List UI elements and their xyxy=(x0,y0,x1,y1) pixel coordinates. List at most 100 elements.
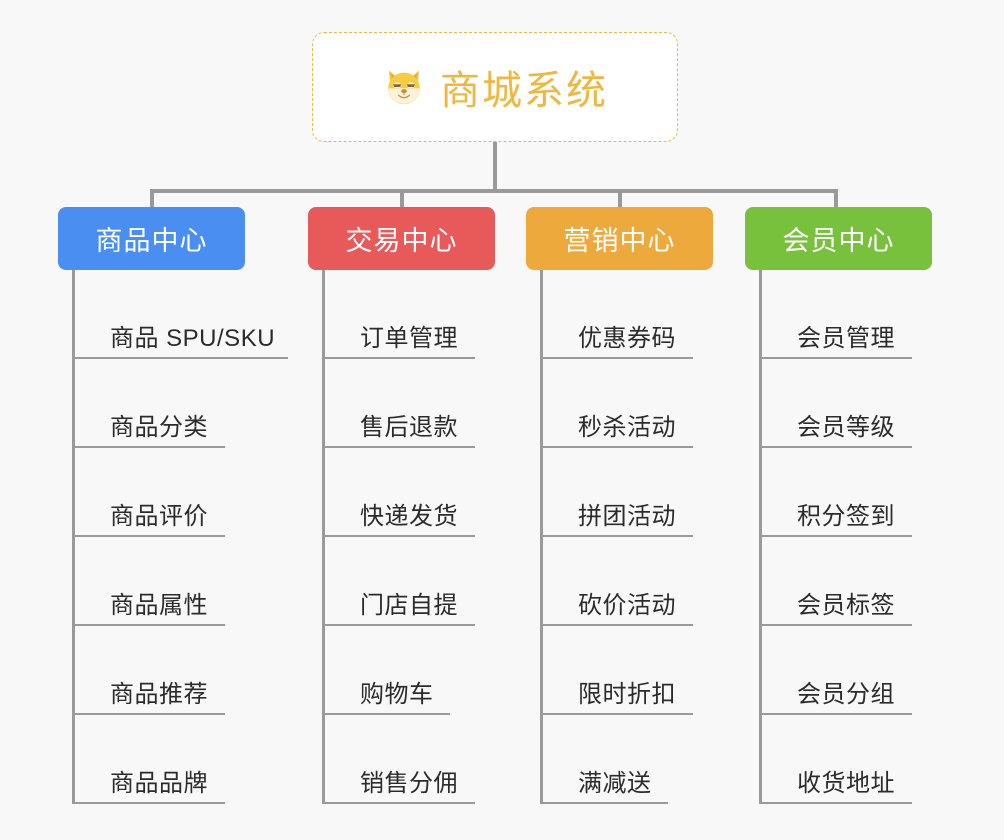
leaf-item[interactable]: 购物车 xyxy=(322,626,495,715)
connector-drop-2 xyxy=(400,189,404,209)
dog-face-icon xyxy=(382,65,426,109)
leaf-list-1: 商品 SPU/SKU 商品分类 商品评价 商品属性 商品推荐 商品品牌 xyxy=(72,270,288,804)
connector-drop-4 xyxy=(834,189,838,209)
leaf-underline xyxy=(322,357,475,359)
leaf-item[interactable]: 销售分佣 xyxy=(322,715,495,804)
leaf-item[interactable]: 商品推荐 xyxy=(72,626,275,715)
leaf-underline xyxy=(322,446,475,448)
leaf-item[interactable]: 限时折扣 xyxy=(540,626,713,715)
leaf-item[interactable]: 会员管理 xyxy=(759,270,932,359)
leaf-label: 商品 SPU/SKU xyxy=(110,324,276,352)
leaf-underline xyxy=(322,713,450,715)
leaf-label: 商品属性 xyxy=(110,591,208,619)
leaf-label: 订单管理 xyxy=(360,324,458,352)
category-header-3[interactable]: 营销中心 xyxy=(526,207,713,270)
leaf-item[interactable]: 收货地址 xyxy=(759,715,932,804)
column-member-center: 会员中心 会员管理 会员等级 积分签到 会员标签 会员分组 xyxy=(745,207,932,804)
leaf-label: 收货地址 xyxy=(797,769,895,797)
leaf-item[interactable]: 售后退款 xyxy=(322,359,495,448)
category-label-1: 商品中心 xyxy=(95,226,208,256)
leaf-label: 拼团活动 xyxy=(578,502,676,530)
leaf-underline xyxy=(759,713,912,715)
column-trade-center: 交易中心 订单管理 售后退款 快递发货 门店自提 购物车 xyxy=(308,207,495,804)
root-title: 商城系统 xyxy=(440,69,608,113)
leaf-label: 商品评价 xyxy=(110,502,208,530)
leaf-underline xyxy=(72,624,225,626)
leaf-item[interactable]: 满减送 xyxy=(540,715,713,804)
column-product-center: 商品中心 商品 SPU/SKU 商品分类 商品评价 商品属性 商品推荐 xyxy=(58,207,288,804)
leaf-item[interactable]: 会员等级 xyxy=(759,359,932,448)
leaf-item[interactable]: 商品评价 xyxy=(72,448,275,537)
leaf-label: 门店自提 xyxy=(360,591,458,619)
leaf-underline xyxy=(72,535,225,537)
leaf-item[interactable]: 砍价活动 xyxy=(540,537,713,626)
trunk-line-4 xyxy=(759,270,762,804)
leaf-item[interactable]: 会员分组 xyxy=(759,626,932,715)
leaf-item[interactable]: 快递发货 xyxy=(322,448,495,537)
leaf-label: 会员管理 xyxy=(797,324,895,352)
leaf-underline xyxy=(322,802,475,804)
leaf-label: 积分签到 xyxy=(797,502,895,530)
leaf-underline xyxy=(540,535,693,537)
leaf-item[interactable]: 商品品牌 xyxy=(72,715,275,804)
leaf-item[interactable]: 门店自提 xyxy=(322,537,495,626)
leaf-item[interactable]: 秒杀活动 xyxy=(540,359,713,448)
connector-horizontal-bus xyxy=(150,189,838,193)
leaf-underline xyxy=(759,802,912,804)
leaf-label: 商品分类 xyxy=(110,413,208,441)
leaf-underline xyxy=(759,357,912,359)
leaf-item[interactable]: 拼团活动 xyxy=(540,448,713,537)
leaf-item[interactable]: 订单管理 xyxy=(322,270,495,359)
leaf-item[interactable]: 商品 SPU/SKU xyxy=(72,270,288,359)
leaf-list-2: 订单管理 售后退款 快递发货 门店自提 购物车 销售分佣 xyxy=(322,270,495,804)
leaf-list-4: 会员管理 会员等级 积分签到 会员标签 会员分组 收货地址 xyxy=(759,270,932,804)
leaf-underline xyxy=(540,624,693,626)
leaf-label: 会员等级 xyxy=(797,413,895,441)
leaf-label: 满减送 xyxy=(578,769,652,797)
leaf-underline xyxy=(322,535,475,537)
leaf-underline xyxy=(72,802,225,804)
category-header-4[interactable]: 会员中心 xyxy=(745,207,932,270)
leaf-item[interactable]: 优惠券码 xyxy=(540,270,713,359)
leaf-item[interactable]: 商品分类 xyxy=(72,359,275,448)
leaf-underline xyxy=(322,624,475,626)
leaf-underline xyxy=(759,535,912,537)
connector-root-stem xyxy=(493,142,497,193)
category-header-1[interactable]: 商品中心 xyxy=(58,207,245,270)
leaf-label: 秒杀活动 xyxy=(578,413,676,441)
column-marketing-center: 营销中心 优惠券码 秒杀活动 拼团活动 砍价活动 限时折扣 xyxy=(526,207,713,804)
category-label-4: 会员中心 xyxy=(782,226,895,256)
leaf-underline xyxy=(72,446,225,448)
leaf-underline xyxy=(72,357,288,359)
trunk-line-2 xyxy=(322,270,325,804)
leaf-label: 售后退款 xyxy=(360,413,458,441)
leaf-label: 快递发货 xyxy=(360,502,458,530)
category-header-2[interactable]: 交易中心 xyxy=(308,207,495,270)
leaf-underline xyxy=(540,446,693,448)
leaf-label: 限时折扣 xyxy=(578,680,676,708)
leaf-underline xyxy=(759,624,912,626)
category-label-3: 营销中心 xyxy=(563,226,676,256)
leaf-item[interactable]: 商品属性 xyxy=(72,537,275,626)
leaf-underline xyxy=(72,713,225,715)
leaf-label: 商品推荐 xyxy=(110,680,208,708)
leaf-item[interactable]: 积分签到 xyxy=(759,448,932,537)
trunk-line-1 xyxy=(72,270,75,804)
leaf-underline xyxy=(540,713,693,715)
leaf-underline xyxy=(540,802,668,804)
connector-drop-1 xyxy=(150,189,154,209)
connector-drop-3 xyxy=(618,189,622,209)
leaf-item[interactable]: 会员标签 xyxy=(759,537,932,626)
leaf-label: 销售分佣 xyxy=(360,769,458,797)
leaf-label: 会员分组 xyxy=(797,680,895,708)
leaf-list-3: 优惠券码 秒杀活动 拼团活动 砍价活动 限时折扣 满减送 xyxy=(540,270,713,804)
trunk-line-3 xyxy=(540,270,543,804)
leaf-underline xyxy=(540,357,693,359)
leaf-label: 砍价活动 xyxy=(578,591,676,619)
leaf-label: 购物车 xyxy=(360,680,434,708)
category-label-2: 交易中心 xyxy=(345,226,458,256)
leaf-label: 会员标签 xyxy=(797,591,895,619)
root-node[interactable]: 商城系统 xyxy=(312,32,678,142)
leaf-label: 商品品牌 xyxy=(110,769,208,797)
